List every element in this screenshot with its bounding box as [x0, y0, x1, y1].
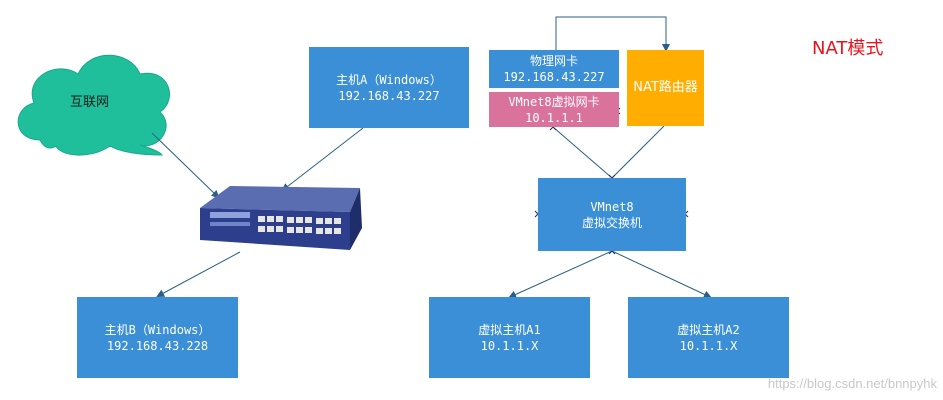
diagram-title: NAT模式 [812, 38, 884, 59]
internet-label: 互联网 [70, 95, 110, 110]
vmnet8-nic-name: VMnet8虚拟网卡 [508, 94, 600, 109]
host-b-name: 主机B（Windows） [104, 322, 211, 337]
vm-a1-ip: 10.1.1.X [480, 338, 539, 353]
host-a-ip: 192.168.43.227 [338, 88, 440, 103]
physical-nic-ip: 192.168.43.227 [503, 70, 605, 84]
physical-switch-icon [200, 186, 362, 250]
vmnet8-nic-box: VMnet8虚拟网卡 10.1.1.1 [489, 92, 619, 127]
vswitch-name: VMnet8 [590, 199, 634, 214]
line-vswitch-vmA1 [508, 250, 613, 299]
physical-nic-name: 物理网卡 [529, 54, 578, 68]
watermark-text: https://blog.csdn.net/bnnpyhk [767, 376, 937, 391]
vm-a2-box: 虚拟主机A2 10.1.1.X [628, 297, 789, 378]
vm-a1-box: 虚拟主机A1 10.1.1.X [429, 297, 590, 378]
line-hostA-switch [281, 127, 364, 192]
vm-a2-name: 虚拟主机A2 [677, 322, 740, 337]
vm-a2-ip: 10.1.1.X [679, 338, 738, 353]
vm-a1-name: 虚拟主机A1 [478, 322, 541, 337]
host-a-box: 主机A（Windows） 192.168.43.227 [309, 47, 469, 128]
host-a-name: 主机A（Windows） [336, 72, 442, 87]
line-switch-hostB [156, 251, 241, 297]
line-vswitch-vmA2 [611, 250, 712, 299]
nat-router-box: NAT路由器 [627, 50, 704, 126]
line-nat-vswitch [611, 125, 665, 179]
line-nat-loop [555, 16, 670, 52]
vswitch-sub: 虚拟交换机 [581, 215, 642, 230]
nat-router-name: NAT路由器 [633, 80, 698, 95]
internet-cloud-icon [17, 54, 170, 156]
line-vmnic-vswitch [552, 126, 613, 179]
host-b-box: 主机B（Windows） 192.168.43.228 [77, 297, 238, 378]
vmnet8-nic-ip: 10.1.1.1 [525, 110, 583, 125]
physical-nic-box: 物理网卡 192.168.43.227 [489, 50, 619, 88]
line-cloud-switch [151, 132, 220, 199]
host-b-ip: 192.168.43.228 [106, 338, 209, 353]
vswitch-box: VMnet8 虚拟交换机 [538, 178, 686, 251]
